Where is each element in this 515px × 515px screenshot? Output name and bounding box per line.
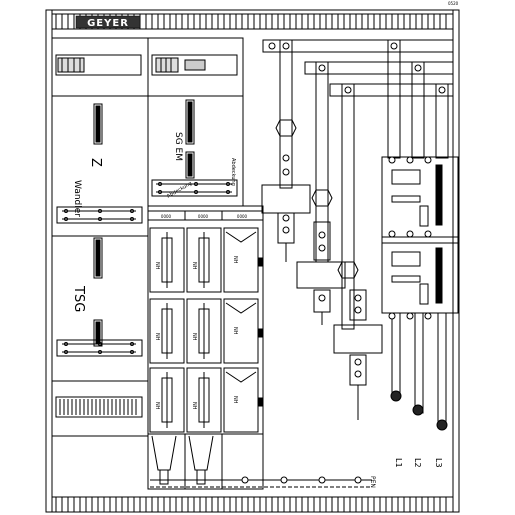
fuse-mark: NH: [232, 327, 238, 335]
sgem-tag-b: Abdeckung: [166, 181, 193, 200]
sgem-name: SG EM: [173, 132, 183, 161]
fuse-holder: NH: [149, 227, 185, 293]
fuse-col-label-1: 0000: [161, 214, 172, 219]
wandler-code: Z: [88, 158, 103, 167]
fuse-col-label-3: 0000: [237, 214, 248, 219]
tsg-code: TSG: [71, 285, 86, 312]
fuse-mark: NH: [191, 262, 197, 270]
brand-text: GEYER: [87, 18, 129, 29]
fuse-holder: NH: [186, 367, 222, 433]
fuse-area: [147, 205, 264, 435]
fuse-mark: NH: [232, 256, 238, 264]
fuse-mark: NH: [191, 333, 197, 341]
fuse-mark: NH: [191, 402, 197, 410]
pen-label: PEN: [369, 476, 376, 488]
brand-logo: GEYER: [75, 15, 141, 29]
phase-label-l2: L2: [413, 458, 422, 468]
fuse-holder: NH: [186, 298, 222, 364]
sgem-tag-a: Abdeckung: [230, 158, 236, 186]
fuse-holder: NH: [223, 367, 263, 433]
cabinet-frame: [45, 9, 460, 513]
fuse-holder: NH: [223, 298, 263, 364]
phase-label-l3: L3: [434, 458, 443, 468]
drawing-ref: 0520: [448, 1, 459, 6]
fuse-mark: NH: [154, 333, 160, 341]
fuse-holder: NH: [149, 298, 185, 364]
sgem-panel: [147, 95, 244, 207]
bottom-mounting-rail: [51, 496, 454, 513]
fuse-holder: NH: [223, 227, 263, 293]
main-busbars: [262, 39, 454, 97]
phase-label-l1: L1: [394, 458, 403, 468]
wandler-name: Wandler: [72, 180, 82, 217]
fuse-mark: NH: [232, 396, 238, 404]
fuse-holder: NH: [186, 227, 222, 293]
fuse-mark: NH: [154, 402, 160, 410]
fuse-mark: NH: [154, 262, 160, 270]
fuse-col-label-2: 0000: [198, 214, 209, 219]
fuse-holder: NH: [149, 367, 185, 433]
top-mounting-rail: [51, 13, 454, 30]
